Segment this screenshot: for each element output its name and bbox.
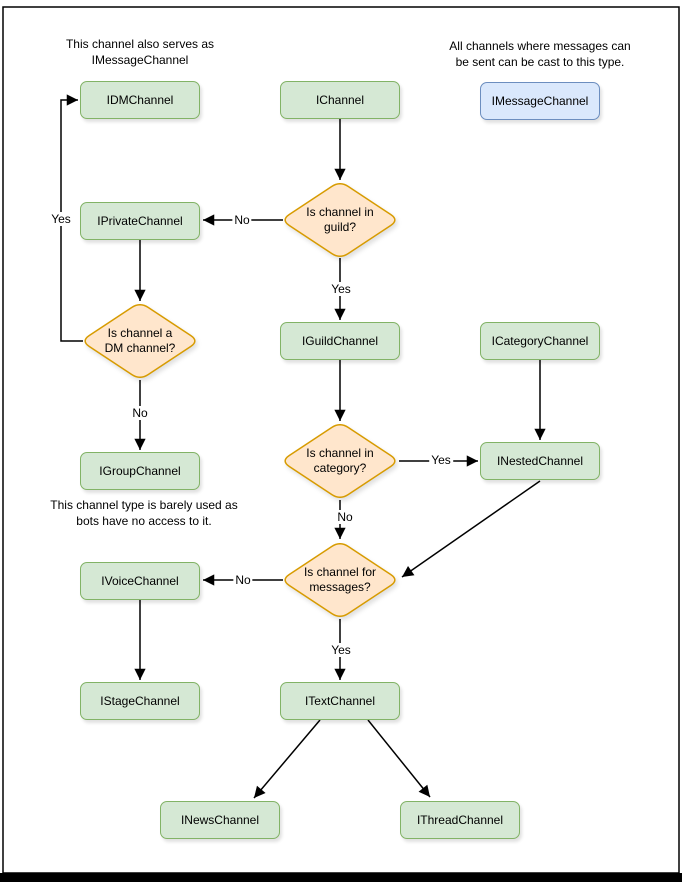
node-iguildchannel: IGuildChannel bbox=[280, 322, 400, 360]
node-icategorychannel: ICategoryChannel bbox=[480, 322, 600, 360]
edge-label-messages-yes: Yes bbox=[329, 643, 353, 657]
edge-inestedchannel-to-messages-decision bbox=[401, 480, 541, 578]
node-itextchannel: ITextChannel bbox=[280, 682, 400, 720]
decision-shape-is-dm bbox=[84, 304, 196, 378]
edge-label-guild-yes: Yes bbox=[329, 282, 353, 296]
node-iprivatechannel: IPrivateChannel bbox=[80, 202, 200, 240]
edge-label-category-yes: Yes bbox=[429, 453, 453, 467]
edge-label-dm-yes: Yes bbox=[49, 212, 73, 226]
edge-label-messages-no: No bbox=[233, 573, 253, 587]
note-dm-serves-imessagechannel: This channel also serves as IMessageChan… bbox=[65, 37, 215, 67]
node-inestedchannel: INestedChannel bbox=[480, 442, 600, 480]
edge-itextchannel-to-ithreadchannel bbox=[367, 719, 431, 798]
node-idmchannel: IDMChannel bbox=[80, 81, 200, 119]
node-istagechannel: IStageChannel bbox=[80, 682, 200, 720]
node-ithreadchannel: IThreadChannel bbox=[400, 801, 520, 839]
bottom-bar bbox=[0, 873, 682, 882]
node-ivoicechannel: IVoiceChannel bbox=[80, 562, 200, 600]
note-messages-cast: All channels where messages can be sent … bbox=[449, 39, 631, 69]
edge-label-guild-no: No bbox=[232, 213, 252, 227]
decision-label-in-category: Is channel in category? bbox=[306, 446, 374, 475]
decision-shape-in-guild bbox=[284, 183, 396, 257]
node-inewschannel: INewsChannel bbox=[160, 801, 280, 839]
decision-shape-in-category bbox=[284, 424, 396, 498]
note-group-barely-used: This channel type is barely used as bots… bbox=[50, 498, 238, 528]
decision-label-in-guild: Is channel in guild? bbox=[306, 205, 374, 234]
edge-label-category-no: No bbox=[335, 510, 355, 524]
node-ichannel: IChannel bbox=[280, 81, 400, 119]
edge-itextchannel-to-inewschannel bbox=[253, 719, 321, 799]
decision-label-for-messages: Is channel for messages? bbox=[303, 565, 377, 594]
node-igroupchannel: IGroupChannel bbox=[80, 452, 200, 490]
decision-label-is-dm: Is channel a DM channel? bbox=[104, 326, 176, 355]
decision-shape-for-messages bbox=[284, 543, 396, 617]
node-imessagechannel: IMessageChannel bbox=[480, 82, 600, 120]
edge-label-dm-no: No bbox=[130, 406, 150, 420]
